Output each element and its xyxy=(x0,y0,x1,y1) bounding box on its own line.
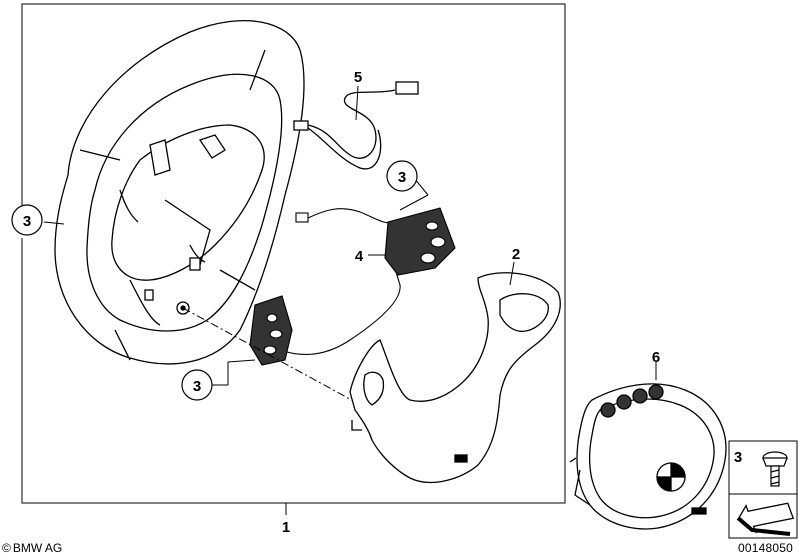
switch-right xyxy=(384,207,456,276)
svg-text:3: 3 xyxy=(398,169,406,186)
wiring-loom xyxy=(293,81,419,170)
callout-wiring-loom: 5 xyxy=(354,69,362,86)
callout-assembly: 1 xyxy=(282,519,290,536)
callout-trim-cover: 2 xyxy=(512,246,520,263)
callout-switch-left: 3 xyxy=(181,369,213,401)
callout-airbag: 6 xyxy=(652,349,660,366)
leader-lines xyxy=(43,85,657,515)
callout-cable-harness: 4 xyxy=(355,248,364,265)
callout-switch-right: 3 xyxy=(386,160,418,192)
switch-left xyxy=(249,295,293,366)
assembly-centerline xyxy=(182,307,371,411)
svg-text:3: 3 xyxy=(23,213,31,230)
legend-box xyxy=(728,440,798,539)
copyright-text: BMW AG xyxy=(12,541,63,555)
copyright-symbol: © xyxy=(2,541,11,555)
callout-wheel: 3 xyxy=(11,204,43,236)
trim-cover xyxy=(349,272,561,484)
assembly-frame xyxy=(21,3,566,504)
airbag-module xyxy=(569,383,727,530)
screw xyxy=(762,451,788,487)
callout-screw: 3 xyxy=(734,449,742,466)
copyright-notice: ©BMW AG xyxy=(2,541,62,555)
svg-text:3: 3 xyxy=(193,378,201,395)
steering-wheel xyxy=(54,20,305,365)
direction-arrow xyxy=(736,502,795,536)
cable-harness xyxy=(279,208,401,356)
diagram-reference-number: 00148050 xyxy=(738,541,793,555)
